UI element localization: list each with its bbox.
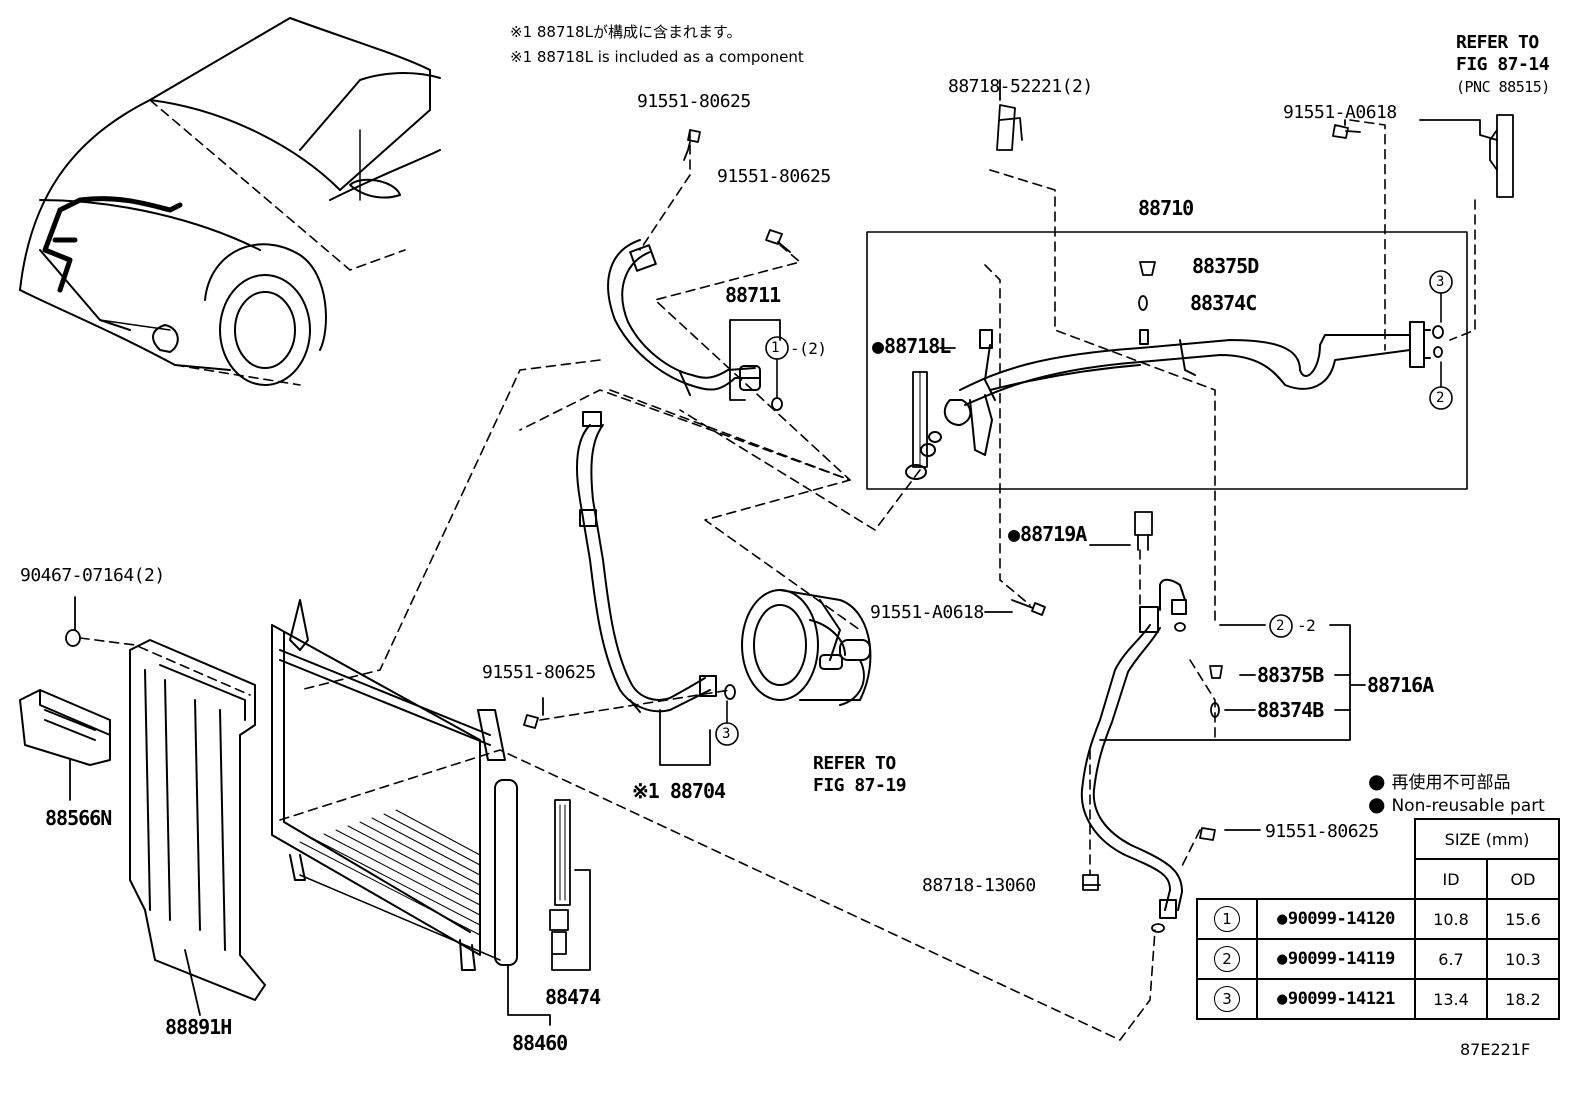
hose-88711 <box>607 239 761 396</box>
duct-88566N <box>19 689 111 766</box>
size-table-header-row: SIZE (mm) <box>1197 818 1560 860</box>
hose-88704 <box>576 411 717 713</box>
car-illustration <box>19 17 441 386</box>
refer-87-14-line1[interactable]: REFER TO <box>1456 32 1539 53</box>
part-88891H[interactable]: 88891H <box>165 1015 232 1039</box>
size-table: SIZE (mm) ID OD 1 90099-14120 10.8 15.6 … <box>1196 818 1560 1020</box>
refer-87-19-line1[interactable]: REFER TO <box>813 753 896 774</box>
note-en: ※1 88718L is included as a component <box>510 48 804 66</box>
part-88716A[interactable]: 88716A <box>1367 673 1434 697</box>
circle-ref-2-right: 2 <box>1436 390 1444 406</box>
part-88716A-qty: -2 <box>1297 616 1316 635</box>
pipe-88710 <box>943 321 1431 456</box>
row-part[interactable]: 90099-14119 <box>1256 938 1416 980</box>
part-88374C[interactable]: 88374C <box>1190 291 1257 315</box>
table-row: 1 90099-14120 10.8 15.6 <box>1196 898 1560 940</box>
size-header: SIZE (mm) <box>1414 818 1560 860</box>
bracket-lines <box>69 79 1498 1026</box>
table-row: 2 90099-14119 6.7 10.3 <box>1196 938 1560 980</box>
refer-87-14-line3[interactable]: (PNC 88515) <box>1456 78 1550 96</box>
part-88374B[interactable]: 88374B <box>1257 698 1324 722</box>
part-91551-80625-d[interactable]: 91551-80625 <box>1265 821 1379 842</box>
row-od: 18.2 <box>1486 978 1560 1020</box>
part-88718-52221[interactable]: 88718-52221(2) <box>948 76 1093 97</box>
condenser-88460 <box>271 599 518 971</box>
note-jp: ※1 88718Lが構成に含まれます。 <box>510 23 742 41</box>
circle-ref-2-mid: 2 <box>1276 618 1284 634</box>
circle-ref-3-top: 3 <box>1436 274 1444 290</box>
legend-jp: 再使用不可部品 <box>1368 768 1510 793</box>
row-part[interactable]: 90099-14120 <box>1256 898 1416 940</box>
part-88719A[interactable]: 88719A <box>1008 524 1087 544</box>
part-88710[interactable]: 88710 <box>1138 196 1194 220</box>
part-91551-80625-b[interactable]: 91551-80625 <box>717 166 831 187</box>
row-od: 15.6 <box>1486 898 1560 940</box>
row-id: 6.7 <box>1414 938 1488 980</box>
filter-88718L <box>905 371 942 480</box>
row-ref: 2 <box>1214 946 1240 972</box>
table-row: 3 90099-14121 13.4 18.2 <box>1196 978 1560 1020</box>
size-col-od: OD <box>1486 858 1560 900</box>
row-id: 13.4 <box>1414 978 1488 1020</box>
size-table-subheader-row: ID OD <box>1197 858 1560 900</box>
refer-87-14-line2[interactable]: FIG 87-14 <box>1456 54 1550 75</box>
figure-code: 87E221F <box>1460 1040 1531 1059</box>
dashed-leaders <box>79 99 1476 1041</box>
part-88375B[interactable]: 88375B <box>1257 663 1324 687</box>
part-88460[interactable]: 88460 <box>512 1031 568 1055</box>
part-91551-80625-a[interactable]: 91551-80625 <box>637 91 751 112</box>
part-88474[interactable]: 88474 <box>545 985 601 1009</box>
part-88375D[interactable]: 88375D <box>1192 254 1259 278</box>
circle-ref-3-bottom: 3 <box>722 726 730 742</box>
part-91551-A0618-mid[interactable]: 91551-A0618 <box>870 602 984 623</box>
box-88710 <box>866 231 1468 490</box>
row-id: 10.8 <box>1414 898 1488 940</box>
part-91551-A0618-top[interactable]: 91551-A0618 <box>1283 102 1397 123</box>
part-90467-07164[interactable]: 90467-07164(2) <box>20 565 165 586</box>
size-col-id: ID <box>1414 858 1488 900</box>
part-88566N[interactable]: 88566N <box>45 806 112 830</box>
part-88718L[interactable]: 88718L <box>872 336 951 356</box>
row-od: 10.3 <box>1486 938 1560 980</box>
pipe-88716A <box>1080 578 1187 919</box>
part-88704[interactable]: ※1 88704 <box>632 779 726 803</box>
part-88711[interactable]: 88711 <box>725 283 781 307</box>
refer-87-19-line2[interactable]: FIG 87-19 <box>813 775 907 796</box>
diagram-circle-markers <box>715 270 1453 746</box>
row-ref: 1 <box>1214 906 1240 932</box>
circle-ref-1: 1 <box>771 340 779 356</box>
part-88718-13060[interactable]: 88718-13060 <box>922 875 1036 896</box>
compressor <box>741 589 872 706</box>
part-88711-qty: -(2) <box>790 339 827 358</box>
row-ref: 3 <box>1214 986 1240 1012</box>
part-91551-80625-c[interactable]: 91551-80625 <box>482 662 596 683</box>
fasteners <box>65 104 1514 933</box>
condenser-fins <box>299 809 481 936</box>
shroud-88891H <box>129 639 266 1001</box>
legend-en: Non-reusable part <box>1368 792 1544 816</box>
receiver-88474 <box>549 799 571 955</box>
row-part[interactable]: 90099-14121 <box>1256 978 1416 1020</box>
